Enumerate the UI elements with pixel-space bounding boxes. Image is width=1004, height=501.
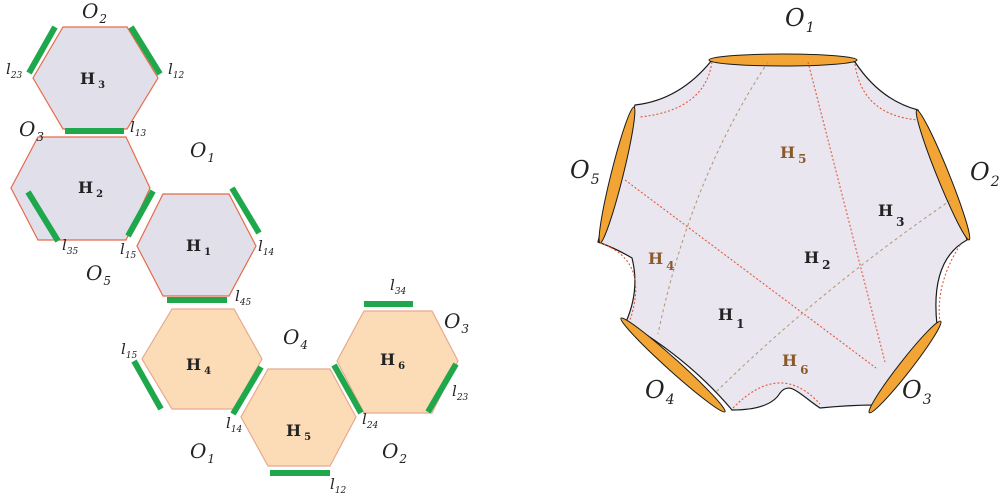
edge-label-l14-lower: l14 — [226, 414, 243, 435]
edge-label-l15-upper: l15 — [120, 240, 137, 261]
orange-boundary-cuffs — [598, 53, 971, 414]
green-edge-bars — [25, 25, 459, 476]
notch-arc-right — [938, 244, 961, 323]
green-bar-h2-right — [125, 189, 156, 238]
green-bar-h5-left — [230, 365, 264, 416]
boundary-label-o1-middle: O1 — [190, 138, 215, 165]
green-bar-h3-left — [26, 25, 58, 75]
boundary-label-o5: O5 — [86, 261, 111, 288]
cuff-o3 — [868, 320, 942, 414]
green-bar-h4-left — [131, 359, 164, 411]
notch-arc-top-left — [639, 61, 713, 118]
edge-label-l35: l35 — [62, 236, 79, 257]
edge-label-l24: l24 — [362, 410, 379, 431]
disk-label-o2: O2 — [970, 158, 1000, 190]
green-bar-h1-right — [229, 186, 262, 235]
boundary-label-o2-bottom: O2 — [382, 439, 407, 466]
notch-arc-left — [599, 242, 637, 321]
disk-label-o3: O3 — [902, 376, 932, 408]
edge-label-l12-bottom: l12 — [330, 475, 347, 496]
edge-label-l15-lower: l15 — [121, 340, 138, 361]
boundary-label-o2-top: O2 — [82, 0, 107, 26]
disk-label-o1: O1 — [785, 4, 815, 36]
geodesic-o1-o4 — [657, 61, 769, 335]
green-bar-h5-right — [331, 363, 364, 415]
notch-arc-top-right — [854, 63, 919, 121]
edge-label-l23-top: l23 — [6, 60, 23, 81]
edge-label-l23-lower: l23 — [452, 382, 469, 403]
green-bar-h6-right — [425, 362, 459, 414]
edge-label-l34: l34 — [390, 276, 407, 297]
boundary-label-o3-left: O3 — [19, 117, 44, 144]
geodesic-o2-o4 — [715, 199, 952, 393]
edge-label-l14-upper: l14 — [258, 237, 275, 258]
red-dotted-geodesics — [599, 61, 961, 409]
edge-label-l13: l13 — [130, 118, 147, 139]
geodesic-o5-o3 — [624, 179, 877, 369]
disk-label-o4: O4 — [645, 376, 675, 408]
edge-label-l45: l45 — [235, 287, 252, 308]
notch-arc-bottom — [732, 382, 821, 409]
cuff-o4 — [620, 317, 726, 413]
edge-label-l12-top: l12 — [168, 60, 185, 81]
green-bar-h3-right — [128, 25, 163, 76]
region-label-h3: H3 — [878, 201, 904, 229]
left-boundary-labels: O2 O3 O1 O5 O4 O3 O1 O2 — [19, 0, 469, 466]
cuff-o1 — [708, 53, 858, 67]
boundary-label-o1-bottom: O1 — [190, 439, 215, 466]
boundary-label-o3-right: O3 — [444, 309, 469, 336]
left-edge-labels: l23 l12 l13 l35 l15 l14 l45 l34 l15 l14 … — [6, 60, 469, 496]
right-boundary-labels: O1 O2 O3 O4 O5 — [570, 4, 1000, 408]
boundary-label-o4: O4 — [283, 325, 308, 352]
cuff-o2 — [915, 109, 971, 241]
disk-label-o5: O5 — [570, 156, 600, 188]
tan-dashed-geodesics — [657, 61, 952, 393]
green-bar-h2-left — [25, 190, 61, 243]
